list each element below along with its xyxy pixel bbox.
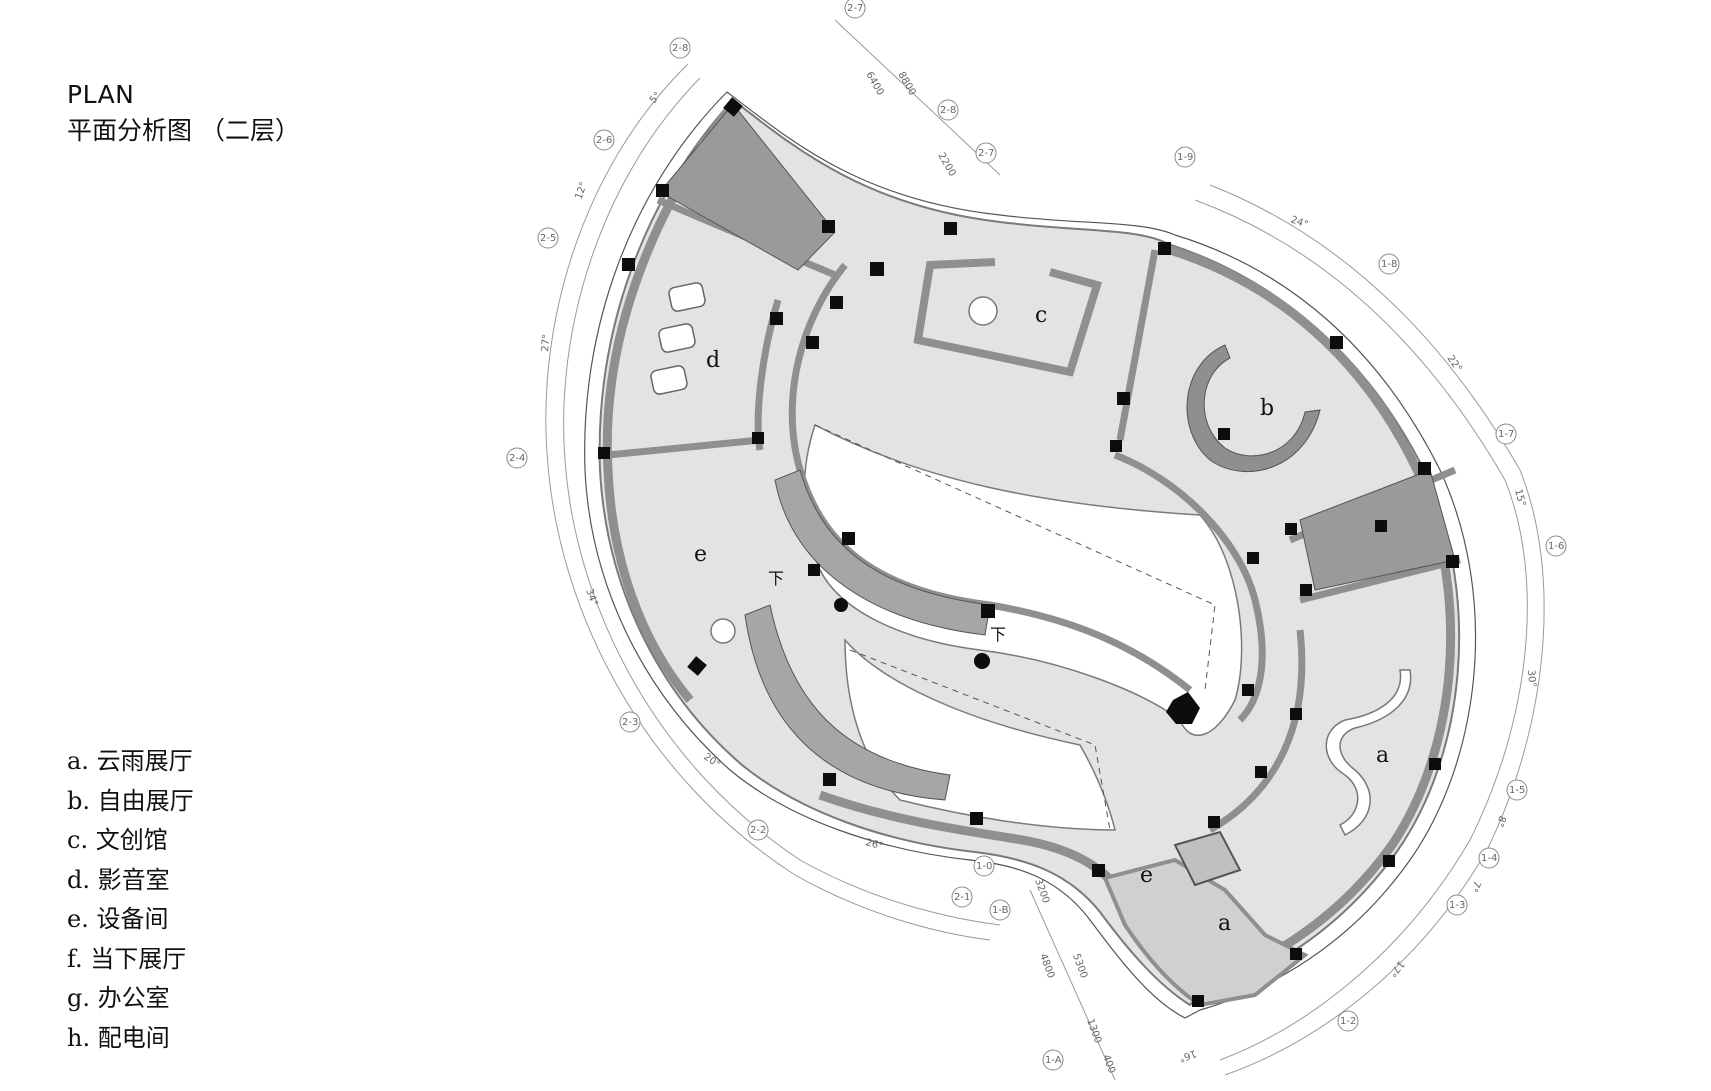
void-dashed-lines <box>814 424 1216 831</box>
stair-curved-lower <box>744 604 951 801</box>
svg-text:22°: 22° <box>1445 353 1464 374</box>
room-label-a-small: a <box>1218 911 1231 936</box>
legend-item-f: f. 当下展厅 <box>67 944 187 973</box>
svg-text:1-8: 1-8 <box>1381 259 1397 270</box>
svg-text:1-3: 1-3 <box>1449 900 1465 911</box>
legend-item-a: a. 云雨展厅 <box>67 747 193 775</box>
title-block: PLAN 平面分析图 （二层） <box>67 78 300 150</box>
svg-text:1-A: 1-A <box>1045 1055 1062 1066</box>
svg-text:1-5: 1-5 <box>1509 785 1525 796</box>
svg-text:17°: 17° <box>1386 958 1406 979</box>
svg-text:15°: 15° <box>1512 488 1527 508</box>
stair-top-left <box>659 103 836 271</box>
svg-text:2-7: 2-7 <box>978 148 994 159</box>
room-label-d: d <box>706 348 720 373</box>
room-e-circle <box>710 618 736 644</box>
svg-text:27°: 27° <box>540 334 553 353</box>
svg-text:2-8: 2-8 <box>672 43 688 54</box>
svg-text:8°: 8° <box>1493 814 1507 828</box>
svg-text:2-5: 2-5 <box>540 233 556 244</box>
room-b-crescent <box>1186 344 1321 473</box>
svg-text:2-6: 2-6 <box>596 135 612 146</box>
svg-text:1-0: 1-0 <box>976 861 992 872</box>
svg-text:5300: 5300 <box>1070 952 1089 980</box>
svg-text:16°: 16° <box>1177 1047 1197 1063</box>
svg-text:1-6: 1-6 <box>1548 541 1564 552</box>
svg-text:26°: 26° <box>864 837 884 852</box>
svg-text:2-4: 2-4 <box>509 453 525 464</box>
room-label-a-main: a <box>1376 743 1389 768</box>
svg-text:2-1: 2-1 <box>954 892 970 903</box>
columns <box>598 97 1459 1007</box>
svg-text:2-2: 2-2 <box>750 825 766 836</box>
room-label-b: b <box>1260 396 1274 421</box>
plan-subtitle: 平面分析图 （二层） <box>67 116 300 145</box>
stair-down-label-2: 下 <box>990 625 1006 644</box>
svg-text:2200: 2200 <box>935 151 957 179</box>
svg-text:1-2: 1-2 <box>1340 1016 1356 1027</box>
small-rooms-bottom <box>1102 857 1309 1008</box>
legend-item-b: b. 自由展厅 <box>67 786 194 815</box>
room-label-c: c <box>1035 303 1047 328</box>
central-void <box>803 423 1243 737</box>
grid-bubbles <box>506 0 1567 1071</box>
room-label-e-small: e <box>1140 863 1153 888</box>
svg-text:1-B: 1-B <box>992 905 1009 916</box>
svg-text:2-3: 2-3 <box>622 717 638 728</box>
stair-down-label-1: 下 <box>768 569 784 588</box>
legend-item-d: d. 影音室 <box>67 865 170 894</box>
dimension-arcs <box>545 19 1545 1081</box>
equipment-box <box>1173 830 1242 887</box>
room-c-circle <box>968 296 998 326</box>
legend-item-h: h. 配电间 <box>67 1023 170 1052</box>
svg-text:8800: 8800 <box>895 70 917 98</box>
svg-text:2-7: 2-7 <box>847 3 863 14</box>
svg-text:400: 400 <box>1100 1053 1117 1075</box>
room-label-e-main: e <box>694 542 707 567</box>
legend-item-e: e. 设备间 <box>67 905 169 933</box>
room-a-serpentine <box>1325 669 1412 837</box>
svg-text:34°: 34° <box>583 587 599 607</box>
legend-item-c: c. 文创馆 <box>67 826 168 854</box>
svg-text:1-4: 1-4 <box>1481 853 1497 864</box>
room-c-enclosure <box>913 258 1103 377</box>
svg-text:1-9: 1-9 <box>1177 152 1193 163</box>
legend-item-g: g. 办公室 <box>67 984 170 1012</box>
plan-title: PLAN <box>67 80 135 109</box>
svg-text:1300: 1300 <box>1084 1017 1103 1045</box>
svg-text:1-7: 1-7 <box>1498 429 1514 440</box>
svg-text:30°: 30° <box>1525 669 1538 688</box>
legend: a. 云雨展厅 b. 自由展厅 c. 文创馆 d. 影音室 e. 设备间 f. … <box>67 742 194 1058</box>
room-d-seats <box>650 282 706 395</box>
svg-text:4800: 4800 <box>1037 952 1056 980</box>
svg-text:7°: 7° <box>1467 879 1482 894</box>
svg-text:2-8: 2-8 <box>940 105 956 116</box>
grid-labels: 2-7 2-8 2-8 2-7 2-6 2-5 2-4 2-3 2-2 2-1 … <box>509 3 1564 1066</box>
stair-curved-upper <box>774 469 991 636</box>
svg-text:6400: 6400 <box>863 70 885 98</box>
svg-text:12°: 12° <box>573 181 589 201</box>
svg-text:24°: 24° <box>1289 214 1309 230</box>
